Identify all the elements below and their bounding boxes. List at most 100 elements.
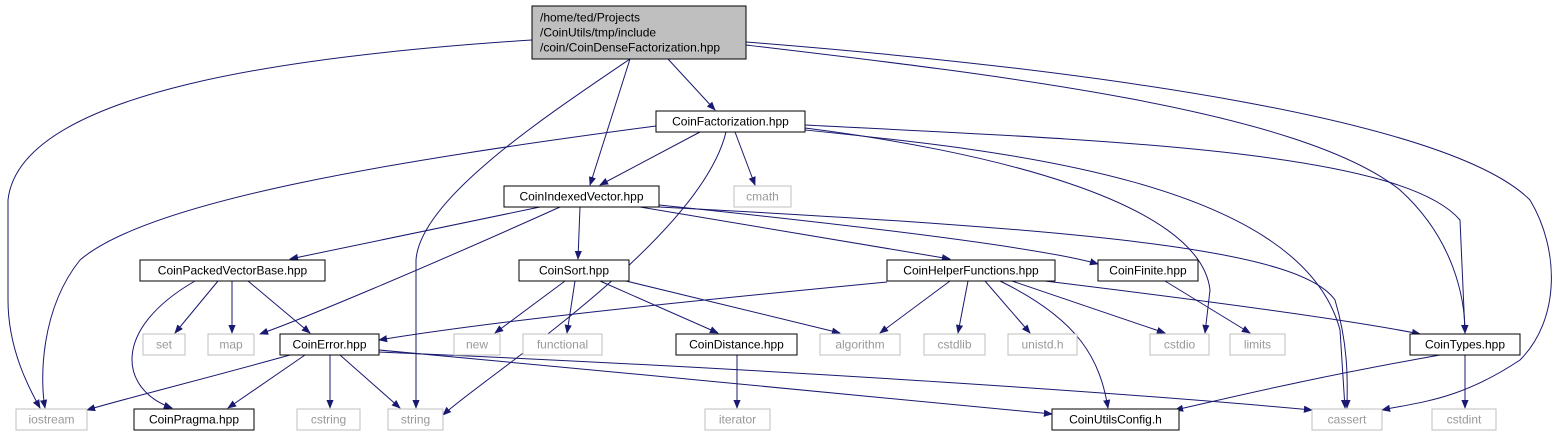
node-coinfinite[interactable]: CoinFinite.hpp	[1097, 259, 1199, 282]
node-label-cstdint: cstdint	[1447, 413, 1482, 427]
edge-coinsort-to-new	[494, 280, 566, 334]
edge-coinhelperfunctions-to-cointypes	[1044, 280, 1421, 336]
node-coinhelperfunctions[interactable]: CoinHelperFunctions.hpp	[886, 259, 1056, 282]
node-box-iostream	[15, 408, 88, 431]
edge-coinfactorization-to-string	[442, 131, 727, 416]
node-coinindexedvector[interactable]: CoinIndexedVector.hpp	[503, 185, 660, 208]
node-label-coinpragma: CoinPragma.hpp	[149, 413, 239, 427]
node-label-cointypes: CoinTypes.hpp	[1425, 338, 1505, 352]
node-box-root	[531, 5, 747, 60]
edge-root-to-coinfactorization	[667, 58, 716, 111]
edge-cointypes-to-coinutilsconfig	[1174, 354, 1441, 412]
node-iterator: iterator	[704, 408, 771, 431]
edge-coinfactorization-to-cmath	[734, 131, 756, 186]
edge-coinerror-to-iostream	[86, 354, 291, 412]
node-box-coinindexedvector	[503, 185, 660, 208]
edge-coinindexedvector-to-coinfinite	[658, 204, 1099, 266]
node-box-limits	[1229, 333, 1286, 356]
node-label-limits: limits	[1244, 338, 1271, 352]
edge-root-to-cassert	[745, 41, 1552, 412]
node-label-root-1: /CoinUtils/tmp/include	[540, 26, 656, 40]
node-string: string	[387, 408, 444, 431]
node-box-coinfactorization	[655, 110, 806, 133]
node-coinerror[interactable]: CoinError.hpp	[279, 333, 380, 356]
node-cstdlib: cstdlib	[923, 333, 986, 356]
graph-edges	[7, 39, 1552, 417]
node-algorithm: algorithm	[819, 333, 901, 356]
node-functional: functional	[522, 333, 603, 356]
node-box-string	[387, 408, 444, 431]
node-cstring: cstring	[296, 408, 361, 431]
edge-coinindexedvector-to-cassert	[658, 206, 1351, 409]
node-unistd: unistd.h	[1007, 333, 1078, 356]
edge-coinfinite-to-limits	[1164, 280, 1251, 334]
edge-root-to-string	[412, 58, 631, 409]
edge-coinfactorization-to-iostream	[40, 125, 657, 409]
node-coinpragma[interactable]: CoinPragma.hpp	[133, 408, 255, 431]
node-label-coinhelperfunctions: CoinHelperFunctions.hpp	[903, 264, 1039, 278]
node-coinpackedvectorbase[interactable]: CoinPackedVectorBase.hpp	[139, 259, 326, 282]
edge-coinsort-to-coindistance	[599, 280, 719, 334]
node-cmath: cmath	[733, 185, 792, 208]
node-box-coinutilsconfig	[1051, 408, 1180, 431]
edge-coinerror-to-cassert	[378, 351, 1313, 413]
node-coinfactorization[interactable]: CoinFactorization.hpp	[655, 110, 806, 133]
node-root[interactable]: /home/ted/Projects/CoinUtils/tmp/include…	[531, 5, 747, 60]
node-box-coinhelperfunctions	[886, 259, 1056, 282]
node-box-cassert	[1311, 408, 1383, 431]
edge-coinsort-to-algorithm	[625, 280, 841, 335]
edge-coinhelperfunctions-to-coinutilsconfig	[999, 280, 1111, 409]
edge-root-to-cointypes	[745, 44, 1469, 334]
node-label-cstring: cstring	[311, 413, 346, 427]
node-label-iostream: iostream	[28, 413, 74, 427]
edge-coinerror-to-coinutilsconfig	[378, 349, 1053, 417]
node-label-coindistance: CoinDistance.hpp	[689, 338, 784, 352]
node-label-cstdlib: cstdlib	[937, 338, 971, 352]
node-box-coinerror	[279, 333, 380, 356]
node-label-coinfactorization: CoinFactorization.hpp	[672, 115, 789, 129]
edge-root-to-coinindexedvector	[589, 58, 631, 186]
node-cointypes[interactable]: CoinTypes.hpp	[1409, 333, 1521, 356]
node-box-coinsort	[518, 259, 630, 282]
node-box-coinfinite	[1097, 259, 1199, 282]
node-box-new	[453, 333, 501, 356]
edge-coinfactorization-to-cassert	[804, 129, 1349, 409]
node-set: set	[142, 333, 186, 356]
node-label-cmath: cmath	[746, 190, 779, 204]
node-map: map	[207, 333, 255, 356]
node-box-coindistance	[675, 333, 798, 356]
edge-coinerror-to-coinpragma	[227, 354, 306, 409]
node-box-functional	[522, 333, 603, 356]
node-label-new: new	[466, 338, 488, 352]
node-label-unistd: unistd.h	[1021, 338, 1063, 352]
node-box-unistd	[1007, 333, 1078, 356]
node-label-root-0: /home/ted/Projects	[540, 11, 640, 25]
edge-coinhelperfunctions-to-cstdio	[1011, 280, 1166, 334]
node-box-coinpragma	[133, 408, 255, 431]
node-box-cstring	[296, 408, 361, 431]
edge-coinpackedvectorbase-to-set	[174, 280, 219, 334]
node-box-algorithm	[819, 333, 901, 356]
node-coinsort[interactable]: CoinSort.hpp	[518, 259, 630, 282]
node-label-functional: functional	[537, 338, 588, 352]
node-label-coinfinite: CoinFinite.hpp	[1109, 264, 1187, 278]
node-label-set: set	[156, 338, 173, 352]
node-coinutilsconfig[interactable]: CoinUtilsConfig.h	[1051, 408, 1180, 431]
node-box-cmath	[733, 185, 792, 208]
node-cstdio: cstdio	[1149, 333, 1210, 356]
node-box-set	[142, 333, 186, 356]
edge-coinerror-to-string	[339, 354, 401, 409]
node-coindistance[interactable]: CoinDistance.hpp	[675, 333, 798, 356]
node-label-cstdio: cstdio	[1164, 338, 1196, 352]
node-box-cstdint	[1431, 408, 1497, 431]
edge-coinindexedvector-to-coinsort	[574, 206, 582, 260]
node-label-root-2: /coin/CoinDenseFactorization.hpp	[540, 41, 720, 55]
graph-nodes: /home/ted/Projects/CoinUtils/tmp/include…	[15, 5, 1521, 431]
edge-coinhelperfunctions-to-unistd	[984, 280, 1031, 334]
node-box-map	[207, 333, 255, 356]
edge-coinhelperfunctions-to-cstdlib	[955, 280, 969, 334]
edge-coinfactorization-to-cointypes	[804, 124, 1469, 334]
node-label-coinpackedvectorbase: CoinPackedVectorBase.hpp	[158, 264, 308, 278]
node-limits: limits	[1229, 333, 1286, 356]
